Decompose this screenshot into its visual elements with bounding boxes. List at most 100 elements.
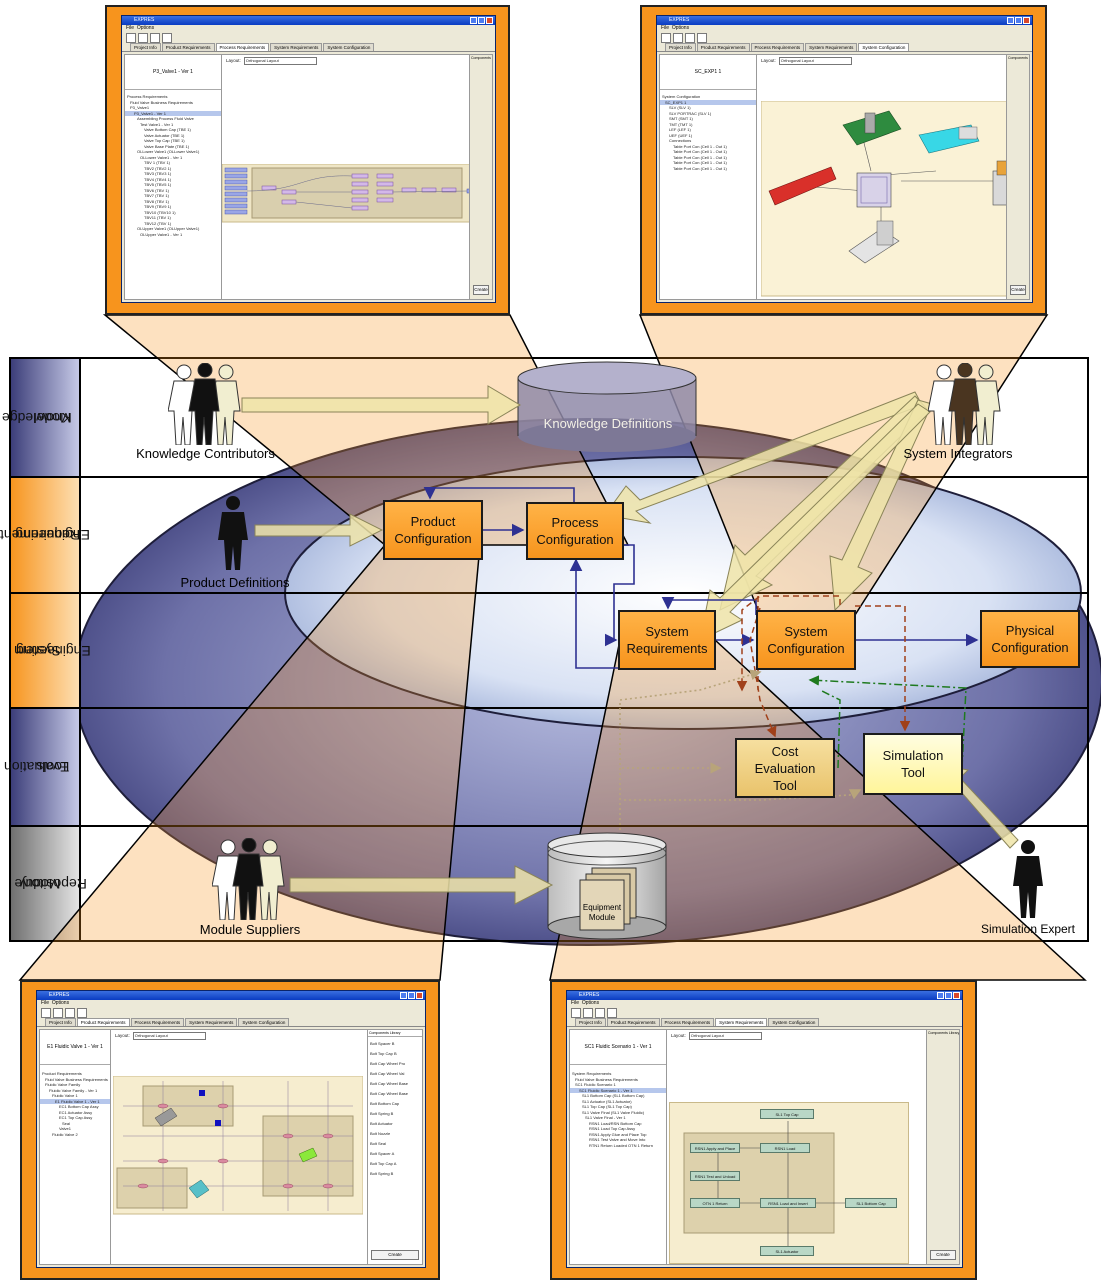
- req-node[interactable]: RSN1 Load and Insert: [760, 1198, 816, 1208]
- menu-options[interactable]: Options: [671, 25, 690, 31]
- tab-product-requirements[interactable]: Product Requirements: [696, 43, 750, 51]
- tree-item[interactable]: Valve Bottom Cap (TBE 1): [144, 127, 191, 132]
- tab-product-requirements[interactable]: Product Requirements: [76, 1018, 130, 1026]
- tree-item[interactable]: RSN1 Load/RSN Bottom Cap: [589, 1120, 642, 1126]
- create-button[interactable]: Create: [473, 285, 489, 295]
- tree-item[interactable]: TBV10 (TBV10 1): [144, 209, 176, 215]
- close-icon[interactable]: [416, 992, 423, 999]
- library-item[interactable]: Bolt Cap Wheel Pro: [370, 1061, 406, 1066]
- library-item[interactable]: Bolt Nozzle: [370, 1131, 391, 1136]
- tree-item[interactable]: EC1 Actuator Assy: [59, 1109, 93, 1115]
- req-node[interactable]: RSN1 Apply and Place: [690, 1143, 740, 1153]
- tree-item[interactable]: EC1 Top Cap Assy: [59, 1115, 93, 1120]
- tab-project-info[interactable]: Project Info: [45, 1018, 76, 1026]
- new-icon[interactable]: [126, 32, 136, 43]
- menu-options[interactable]: Options: [136, 25, 155, 31]
- diagram-canvas[interactable]: Layout:Orthogonal Layout: [222, 56, 492, 299]
- tree-item[interactable]: LEF (LEF 1): [669, 127, 691, 132]
- tree-item[interactable]: Product Requirements: [42, 1071, 82, 1076]
- open-icon[interactable]: [53, 1007, 63, 1018]
- req-node[interactable]: SL1 Bottom Cap: [845, 1198, 897, 1208]
- new-icon[interactable]: [571, 1007, 581, 1018]
- tree-item[interactable]: TBV7 (TBV 1): [144, 193, 169, 198]
- diagram-canvas[interactable]: Layout:Orthogonal Layout: [757, 56, 1027, 299]
- tree-item[interactable]: Process Requirements: [127, 94, 168, 99]
- tree-item[interactable]: Seal: [62, 1120, 71, 1126]
- export-icon[interactable]: [697, 32, 707, 43]
- window-controls[interactable]: [1007, 17, 1030, 24]
- layout-select[interactable]: Orthogonal Layout: [778, 56, 852, 65]
- tree-item[interactable]: Fluidic Valve Family - Ver 1: [49, 1087, 98, 1093]
- library-item[interactable]: Bolt Seal: [370, 1141, 387, 1146]
- tree-item[interactable]: TBV 1 (TBV 1): [144, 160, 171, 165]
- tree-item[interactable]: Assembling Process Fluid Valve: [137, 116, 194, 121]
- tree-item[interactable]: Valve Base Plate (TBE 1): [144, 143, 190, 149]
- tab-system-configuration[interactable]: System Configuration: [768, 1018, 820, 1026]
- tab-process-requirements[interactable]: Process Requirements: [660, 1018, 715, 1026]
- maximize-icon[interactable]: [945, 992, 952, 999]
- tree-item[interactable]: SL1 Valve Final - Ver 1: [585, 1115, 626, 1120]
- req-node[interactable]: RSN1 Test and Unload: [690, 1171, 740, 1181]
- tree-item[interactable]: Valve1: [59, 1126, 71, 1131]
- tree-item[interactable]: OLUpper Valve1 (OLUpper Valve1): [137, 226, 200, 231]
- library-item[interactable]: Bolt Top Cap B: [370, 1051, 397, 1056]
- menu-options[interactable]: Options: [581, 1000, 600, 1006]
- tree-item[interactable]: RSN1 Apply Glue and Place Top: [589, 1131, 647, 1137]
- create-button[interactable]: Create: [1010, 285, 1026, 295]
- tree-item[interactable]: TBV12 (TBV 1): [144, 220, 172, 226]
- menu-file[interactable]: File: [126, 25, 135, 31]
- tree-item[interactable]: TBV11 (TBV 1): [144, 215, 171, 220]
- tree-item[interactable]: System Requirements: [572, 1071, 612, 1076]
- menu-file[interactable]: File: [661, 25, 670, 31]
- library-item[interactable]: Bolt Spring B: [370, 1171, 394, 1176]
- tree-item[interactable]: TBV4 (TBV4 1): [144, 176, 172, 182]
- library-item[interactable]: Bolt Bottom Cap: [370, 1101, 400, 1106]
- tree-item[interactable]: Fluid Valve Business Requirements: [130, 99, 193, 105]
- tab-process-requirements[interactable]: Process Requirements: [215, 43, 270, 51]
- library-item[interactable]: Bolt Cap Wheel Base: [370, 1091, 409, 1096]
- tree-item[interactable]: Table Port Con (Cell 1 - Out 1): [673, 165, 727, 171]
- menu-options[interactable]: Options: [51, 1000, 70, 1006]
- tree-item[interactable]: SC1 Fluidic Scenario 1: [575, 1082, 616, 1087]
- tree-item[interactable]: Valve Top Cap (TBE 1): [144, 138, 185, 143]
- tab-project-info[interactable]: Project Info: [575, 1018, 606, 1026]
- tree-item[interactable]: TBV3 (TBV3 1): [144, 171, 172, 176]
- tree-item[interactable]: Connections: [669, 138, 692, 143]
- tab-project-info[interactable]: Project Info: [665, 43, 696, 51]
- window-controls[interactable]: [470, 17, 493, 24]
- tab-product-requirements[interactable]: Product Requirements: [161, 43, 215, 51]
- minimize-icon[interactable]: [470, 17, 477, 24]
- layout-select[interactable]: Orthogonal Layout: [688, 1031, 762, 1040]
- tab-system-requirements[interactable]: System Requirements: [805, 43, 858, 51]
- close-icon[interactable]: [953, 992, 960, 999]
- close-icon[interactable]: [486, 17, 493, 24]
- export-icon[interactable]: [77, 1007, 87, 1018]
- tree-item[interactable]: System Configuration: [662, 94, 701, 99]
- minimize-icon[interactable]: [400, 992, 407, 999]
- tree-item[interactable]: TMT (TMT 1): [669, 121, 693, 127]
- tree-item[interactable]: Table Port Con (Cell 1 - Out 1): [673, 149, 727, 154]
- tree-item[interactable]: EC1 Bottom Cap Assy: [59, 1104, 99, 1109]
- library-item[interactable]: Bolt Spacer A: [370, 1151, 395, 1156]
- tree-item[interactable]: TBV8 (TBV 1): [144, 198, 169, 204]
- tab-system-configuration[interactable]: System Configuration: [238, 1018, 290, 1026]
- tab-process-requirements[interactable]: Process Requirements: [750, 43, 805, 51]
- library-item[interactable]: Bolt Spring B: [370, 1111, 394, 1116]
- save-icon[interactable]: [685, 32, 695, 43]
- tree-item[interactable]: RTN1 Return Loaded OTN 1 Return: [589, 1142, 653, 1148]
- tree-item[interactable]: Table Port Con (Cell 1 - Out 1): [673, 154, 727, 160]
- tree-item[interactable]: SL1 Actuator (SL1 Actuator): [582, 1098, 632, 1104]
- export-icon[interactable]: [162, 32, 172, 43]
- diagram-canvas[interactable]: Layout:Orthogonal Layout: [111, 1031, 366, 1264]
- tree-item[interactable]: TBV2 (TBV2 1): [144, 165, 172, 171]
- close-icon[interactable]: [1023, 17, 1030, 24]
- window-controls[interactable]: [400, 992, 423, 999]
- open-icon[interactable]: [673, 32, 683, 43]
- tree-item[interactable]: Table Port Con (Cell 1 - Out 1): [673, 143, 727, 149]
- req-node[interactable]: SL1 Top Cap: [760, 1109, 814, 1119]
- library-item[interactable]: Bolt Cap Wheel Val: [370, 1071, 405, 1076]
- tab-system-requirements[interactable]: System Requirements: [270, 43, 323, 51]
- tree-item[interactable]: RSN1 Test Valve and Move Into: [589, 1137, 646, 1142]
